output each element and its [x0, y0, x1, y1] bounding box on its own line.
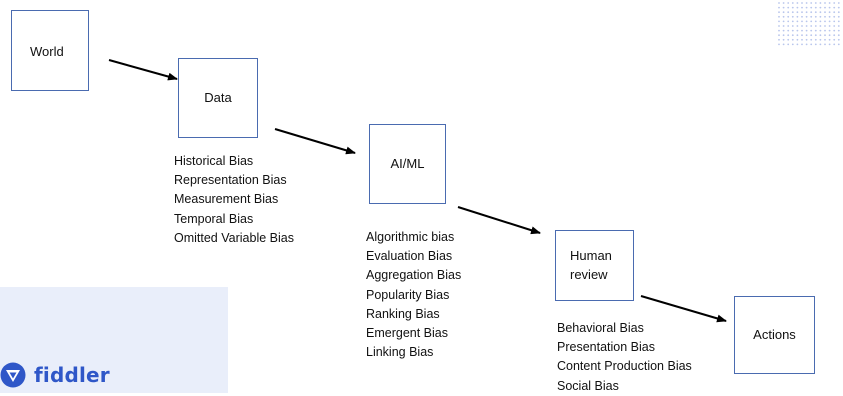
bias-item: Ranking Bias: [366, 306, 440, 321]
node-actions-label: Actions: [753, 326, 796, 342]
brand-panel: [0, 287, 228, 393]
bias-item: Behavioral Bias: [557, 321, 644, 335]
bias-item: Social Bias: [557, 378, 619, 393]
bias-item: Presentation Bias: [557, 340, 655, 355]
node-human-review-line-2: review: [570, 266, 608, 282]
brand-name: fiddler: [34, 363, 110, 387]
bias-item: Algorithmic bias: [366, 230, 455, 244]
node-human-review-line-1: Human: [570, 247, 612, 263]
node-human-review-label: Human review: [570, 247, 612, 285]
human-bias-list: Behavioral Bias Presentation Bias Conten…: [557, 319, 692, 396]
bias-item: Temporal Bias: [174, 211, 254, 226]
node-aiml: AI/ML: [369, 124, 446, 204]
node-world-label: World: [30, 44, 64, 59]
aiml-bias-list: Algorithmic bias Evaluation Bias Aggrega…: [366, 228, 461, 362]
bias-item: Historical Bias: [174, 154, 254, 168]
bias-item: Emergent Bias: [366, 326, 448, 341]
bias-item: Evaluation Bias: [366, 249, 453, 264]
bias-item: Aggregation Bias: [366, 268, 462, 283]
bias-item: Measurement Bias: [174, 192, 279, 207]
bias-item: Omitted Variable Bias: [174, 230, 294, 245]
arrow-aiml-to-human: [457, 206, 541, 235]
data-bias-list: Historical Bias Representation Bias Meas…: [174, 152, 294, 248]
node-data-label: Data: [204, 89, 232, 105]
bias-item: Linking Bias: [366, 345, 434, 360]
brand-logo: fiddler: [0, 362, 110, 388]
arrow-human-to-actions: [640, 295, 727, 323]
bias-item: Content Production Bias: [557, 359, 692, 374]
node-world: World: [11, 10, 89, 91]
arrow-world-to-data: [108, 59, 178, 81]
fiddler-logo-icon: [0, 362, 26, 388]
node-data: Data: [178, 58, 258, 138]
bias-item: Popularity Bias: [366, 287, 450, 302]
node-human-review: Human review: [555, 230, 634, 301]
arrow-data-to-aiml: [274, 128, 356, 155]
node-actions: Actions: [734, 296, 815, 374]
node-aiml-label: AI/ML: [390, 155, 425, 171]
dot-grid-decoration: [778, 2, 840, 46]
bias-item: Representation Bias: [174, 173, 287, 188]
